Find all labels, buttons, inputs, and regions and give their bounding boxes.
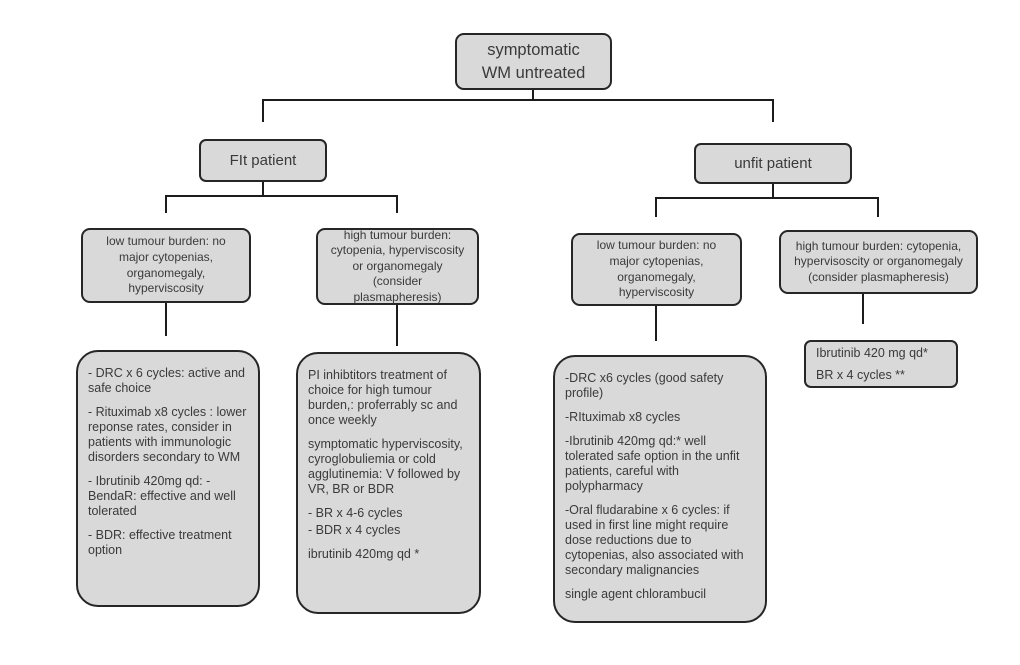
node-unfit-low-burden: low tumour burden: no major cytopenias, … <box>571 233 742 306</box>
treatment-paragraph: - BR x 4-6 cycles <box>308 506 403 520</box>
treatment-paragraph: - BDR: effective treatment option <box>88 528 232 557</box>
node-root-line2: WM untreated <box>481 63 586 82</box>
node-fit-patient: FIt patient <box>199 139 327 182</box>
treatment-paragraph: ibrutinib 420mg qd * <box>308 547 420 561</box>
node-fit-high-burden-label: high tumour burden: cytopenia, hypervisc… <box>330 227 465 304</box>
connector-drop-fit-high <box>396 195 398 213</box>
node-root-line1: symptomatic <box>487 41 580 60</box>
treatment-paragraph: Ibrutinib 420 mg qd* <box>816 345 928 360</box>
connector-unfit-low-leaf <box>655 305 657 341</box>
treatment-paragraph: -DRC x6 cycles (good safety profile) <box>565 371 724 400</box>
connector-fit-low-leaf <box>165 302 167 336</box>
node-unfit-patient-label: unfit patient <box>734 155 812 172</box>
treatment-paragraph: PI inhibtitors treatment of choice for h… <box>308 368 458 427</box>
treatment-paragraph: - BDR x 4 cycles <box>308 523 401 537</box>
treatment-paragraph: - DRC x 6 cycles: active and safe choice <box>88 366 245 395</box>
connector-drop-unfit-low <box>655 197 657 217</box>
node-fit-low-burden-label: low tumour burden: no major cytopenias, … <box>106 234 226 296</box>
node-unfit-high-burden: high tumour burden: cytopenia, hyperviso… <box>779 230 978 294</box>
connector-drop-fit <box>262 99 264 122</box>
connector-unfit-high-leaf <box>862 293 864 324</box>
connector-fit-split <box>165 195 398 197</box>
connector-unfit-split <box>655 197 879 199</box>
connector-drop-unfit <box>772 99 774 122</box>
connector-fit-stem <box>262 181 264 197</box>
connector-root-stem <box>532 88 534 101</box>
node-unfit-low-treatment: -DRC x6 cycles (good safety profile) -RI… <box>553 355 767 623</box>
node-fit-patient-label: FIt patient <box>229 152 297 169</box>
treatment-paragraph: BR x 4 cycles ** <box>816 367 905 382</box>
node-fit-high-burden: high tumour burden: cytopenia, hypervisc… <box>316 228 479 305</box>
node-fit-high-treatment: PI inhibtitors treatment of choice for h… <box>296 352 481 614</box>
connector-fit-high-leaf <box>396 304 398 346</box>
treatment-paragraph: single agent chlorambucil <box>565 587 707 601</box>
treatment-paragraph: symptomatic hyperviscosity, cyroglobulie… <box>308 437 463 496</box>
node-unfit-low-burden-label: low tumour burden: no major cytopenias, … <box>596 238 717 300</box>
node-unfit-high-burden-label: high tumour burden: cytopenia, hyperviso… <box>794 238 963 284</box>
node-unfit-high-treatment: Ibrutinib 420 mg qd* BR x 4 cycles ** <box>804 340 958 388</box>
node-unfit-patient: unfit patient <box>694 143 852 184</box>
node-fit-low-treatment: - DRC x 6 cycles: active and safe choice… <box>76 350 260 607</box>
connector-unfit-stem <box>772 183 774 199</box>
treatment-paragraph: -RItuximab x8 cycles <box>565 410 681 424</box>
node-fit-low-burden: low tumour burden: no major cytopenias, … <box>81 228 251 303</box>
treatment-paragraph: - Rituximab x8 cycles : lower reponse ra… <box>88 405 247 464</box>
connector-root-split <box>262 99 774 101</box>
treatment-paragraph: -Ibrutinib 420mg qd:* well tolerated saf… <box>565 434 740 493</box>
treatment-paragraph: - Ibrutinib 420mg qd: - BendaR: effectiv… <box>88 474 236 518</box>
connector-drop-fit-low <box>165 195 167 213</box>
connector-drop-unfit-high <box>877 197 879 217</box>
node-root: symptomatic WM untreated <box>455 33 612 90</box>
treatment-paragraph: -Oral fludarabine x 6 cycles: if used in… <box>565 503 744 577</box>
